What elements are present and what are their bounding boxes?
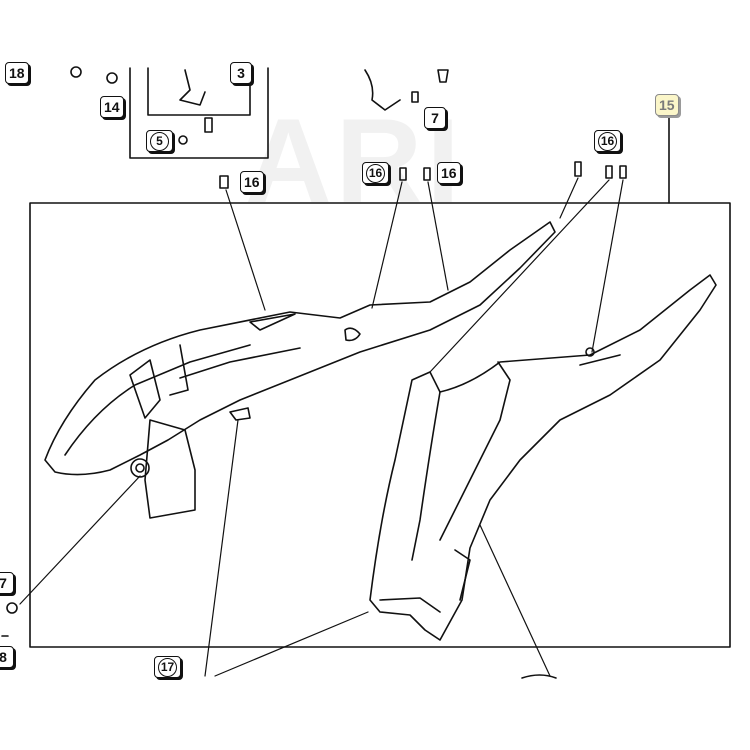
callout-16-c: 16: [437, 162, 461, 184]
callout-3: 3: [230, 62, 252, 84]
callout-label: 16: [244, 174, 260, 190]
callout-16-a: 16: [240, 171, 264, 193]
callout-7-top: 7: [424, 107, 446, 129]
callout-label: 7: [431, 110, 439, 126]
bottom-left-hardware: [1, 602, 18, 637]
callout-5: 5: [146, 130, 173, 152]
callout-label: 16: [366, 163, 385, 183]
callout-label: 7: [0, 575, 7, 591]
callout-label: 17: [158, 657, 177, 677]
callout-label: 16: [598, 131, 617, 151]
callout-17: 17: [154, 656, 181, 678]
callout-18-topleft: 18: [5, 62, 29, 84]
callout-label: 5: [150, 131, 169, 151]
leader-lines: [19, 177, 624, 677]
callout-15: 15: [655, 94, 679, 116]
callout-16-d: 16: [594, 130, 621, 152]
callout-8-left: 8: [0, 646, 14, 668]
callout-label: 8: [0, 649, 7, 665]
callout-16-b: 16: [362, 162, 389, 184]
callout-label: 18: [9, 65, 25, 81]
right-radiator-shroud: [369, 274, 717, 641]
bottom-right-hardware: [521, 674, 557, 679]
screw-hardware: [70, 66, 627, 189]
callout-label: 15: [659, 97, 675, 113]
callout-7-left: 7: [0, 572, 14, 594]
left-side-cover: [44, 221, 556, 519]
top-inset-frame: [129, 67, 269, 159]
assembly-frame: [29, 202, 731, 648]
callout-label: 16: [441, 165, 457, 181]
callout-14: 14: [100, 96, 124, 118]
inner-inset-frame: [147, 67, 251, 116]
callout-label: 3: [237, 65, 245, 81]
callout-label: 14: [104, 99, 120, 115]
